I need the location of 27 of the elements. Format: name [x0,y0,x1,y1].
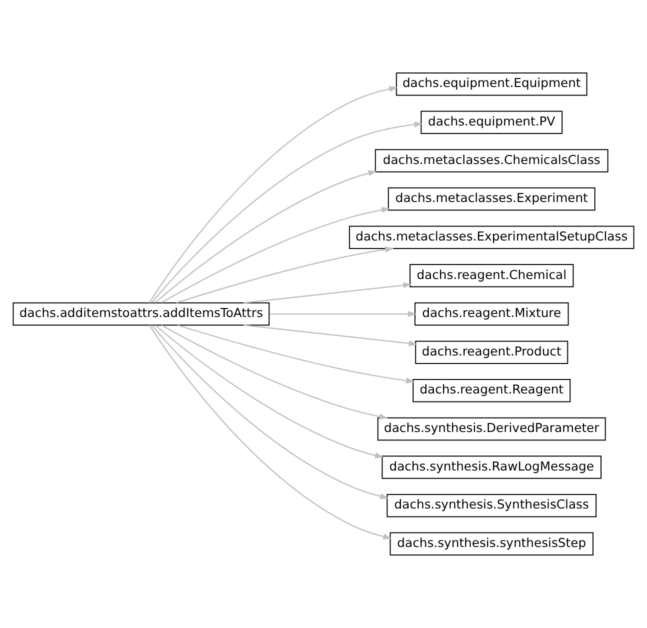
arrow [148,324,392,540]
node-box: dachs.synthesis.synthesisStep [390,532,594,556]
arrow [148,86,398,304]
node-box: dachs.metaclasses.ExperimentalSetupClass [348,226,634,249]
arrow [154,170,377,304]
arrow [177,324,415,384]
arrow [243,282,412,304]
node-box: dachs.synthesis.RawLogMessage [382,456,602,479]
node-box: dachs.equipment.Equipment [396,72,588,96]
node-box: dachs.metaclasses.ChemicalsClass [374,149,608,172]
arrow [151,122,423,304]
node-box: dachs.additemstoattrs.addItemsToAttrs [12,302,270,326]
arrow [161,206,390,304]
arrow [270,310,417,318]
node-box: dachs.synthesis.DerivedParameter [377,417,606,441]
node-box: dachs.equipment.PV [420,110,563,134]
node-box: dachs.reagent.Product [415,340,568,364]
arrow [176,246,394,304]
node-box: dachs.reagent.Chemical [410,264,574,288]
node-box: dachs.metaclasses.Experiment [388,187,596,211]
arrow [154,324,384,458]
node-box: dachs.reagent.Reagent [412,379,571,402]
node-box: dachs.synthesis.SynthesisClass [386,494,597,518]
arrow [243,324,418,346]
arrow [151,324,389,500]
arrow [161,324,388,420]
node-box: dachs.reagent.Mixture [414,302,569,326]
